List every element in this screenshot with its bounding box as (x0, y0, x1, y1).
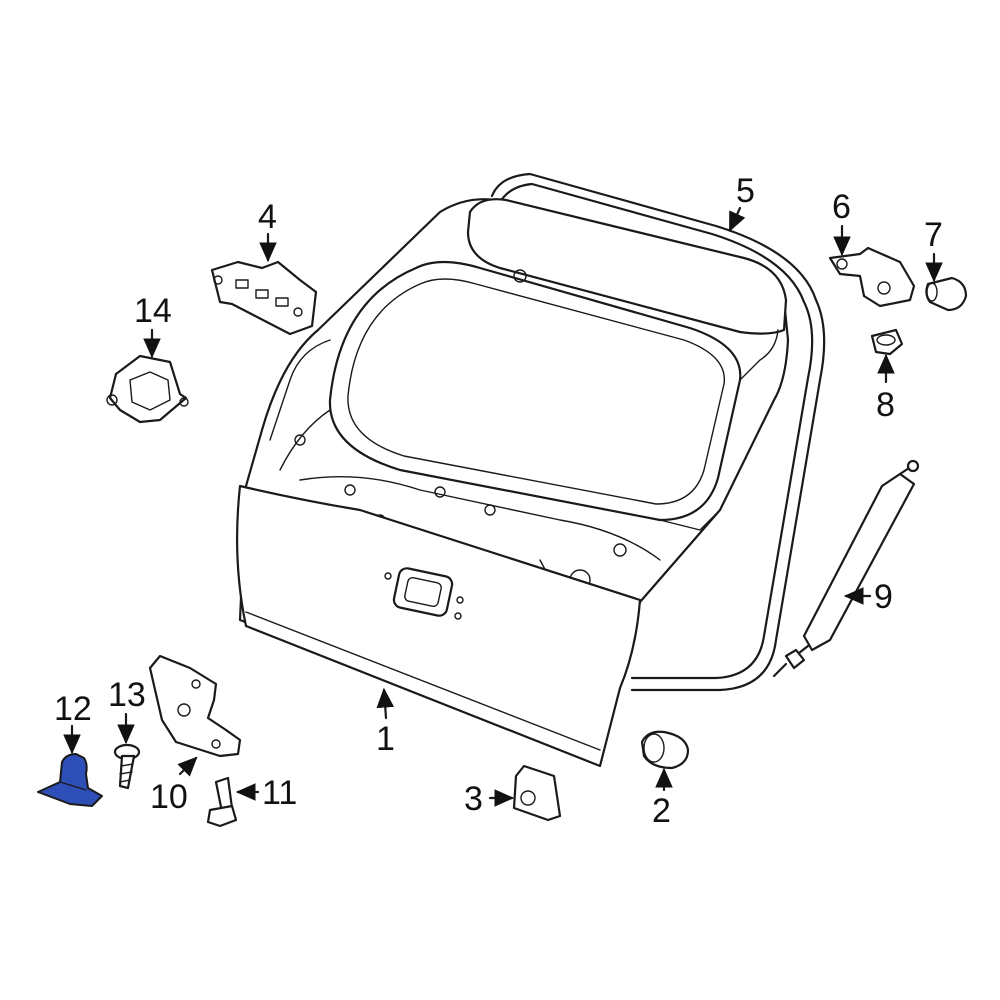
callout-12: 12 (54, 690, 92, 755)
callout-7: 7 (924, 216, 943, 283)
callout-4: 4 (258, 198, 277, 263)
callout-3: 3 (464, 780, 515, 818)
callout-label-9: 9 (874, 578, 893, 616)
callout-11: 11 (235, 774, 297, 812)
latch-part[interactable] (106, 354, 189, 424)
callout-label-2: 2 (652, 792, 671, 830)
callout-label-6: 6 (832, 188, 851, 226)
nut-part[interactable] (870, 328, 904, 356)
callout-label-8: 8 (876, 386, 895, 424)
callout-2: 2 (652, 767, 673, 830)
liftgate-part[interactable] (236, 198, 790, 768)
screw-part[interactable] (113, 743, 141, 790)
callout-13: 13 (108, 676, 146, 745)
spacer-part-highlighted[interactable] (37, 753, 103, 807)
callout-label-11: 11 (262, 774, 297, 812)
callout-1: 1 (376, 687, 395, 758)
callout-label-4: 4 (258, 198, 277, 236)
callout-6: 6 (832, 188, 851, 257)
callout-5: 5 (728, 172, 755, 233)
bracket-part[interactable] (210, 260, 318, 336)
hinge-part[interactable] (828, 246, 916, 308)
striker-part[interactable] (512, 764, 562, 822)
pin-part[interactable] (925, 276, 968, 312)
callout-label-14: 14 (134, 292, 172, 330)
gas-strut-part[interactable] (772, 459, 920, 678)
callout-9: 9 (843, 578, 893, 616)
hinge-bracket-part[interactable] (148, 654, 242, 758)
callout-label-5: 5 (736, 172, 755, 210)
bolt-part[interactable] (206, 776, 238, 828)
callout-10: 10 (150, 756, 198, 816)
callout-8: 8 (876, 353, 895, 424)
callout-label-1: 1 (376, 720, 395, 758)
bumper-part[interactable] (640, 730, 690, 770)
weatherstrip-seal-part[interactable] (490, 172, 826, 692)
callout-label-3: 3 (464, 780, 483, 818)
callout-label-7: 7 (924, 216, 943, 254)
callout-14: 14 (134, 292, 172, 359)
highlight-shape (37, 753, 103, 807)
callout-label-13: 13 (108, 676, 146, 714)
callout-label-12: 12 (54, 690, 92, 728)
callout-label-10: 10 (150, 778, 188, 816)
